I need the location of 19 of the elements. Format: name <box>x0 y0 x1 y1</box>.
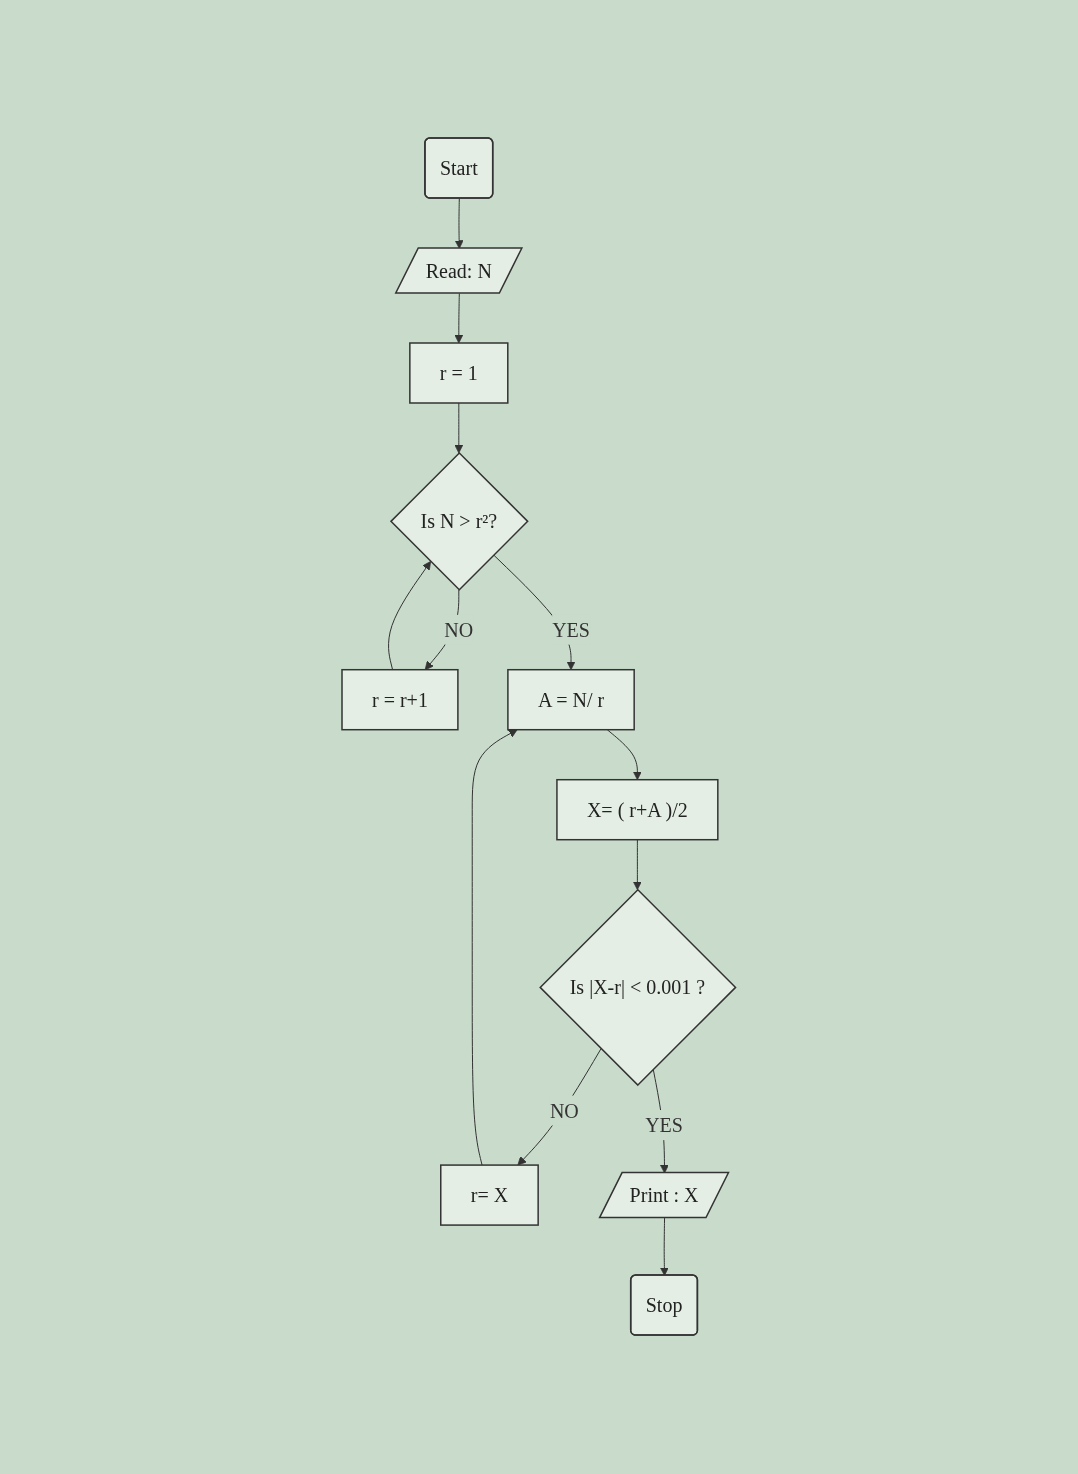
arrow <box>454 293 464 344</box>
arrow <box>660 1218 669 1277</box>
arrow <box>454 402 464 454</box>
node-diamond: Is N > r²? <box>390 452 529 592</box>
edge-label: YES <box>552 619 591 642</box>
node-box: r = 1 <box>409 342 509 405</box>
node-diamond: Is |X-r| < 0.001 ? <box>539 889 737 1087</box>
edge-label: YES <box>645 1114 684 1137</box>
arrow <box>633 839 642 891</box>
node-box: r = r+1 <box>341 669 459 731</box>
arrow <box>388 561 432 671</box>
arrow <box>606 729 642 781</box>
node-box: X= ( r+A )/2 <box>556 779 719 841</box>
node-box: r= X <box>440 1164 540 1227</box>
arrow <box>517 1048 602 1166</box>
edge-label: NO <box>550 1100 580 1123</box>
arrow <box>471 729 518 1167</box>
edge-label: NO <box>444 619 474 642</box>
node-box: A = N/ r <box>507 669 636 731</box>
